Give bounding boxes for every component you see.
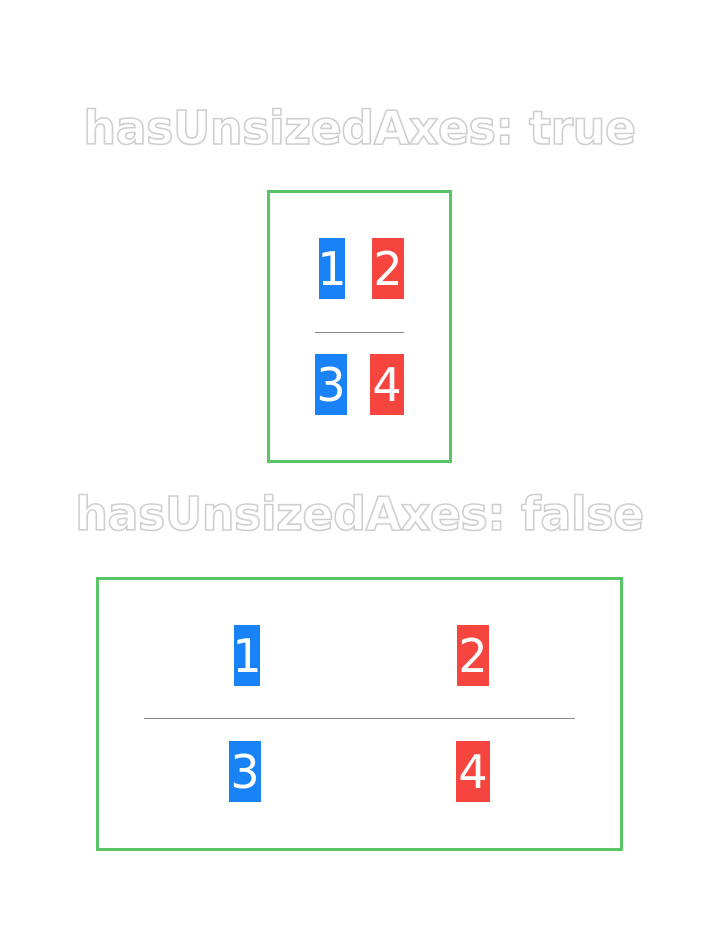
grid-cell-2-red: 2 <box>372 238 404 299</box>
grid-cell-3-blue: 3 <box>229 741 261 802</box>
title-has-unsized-axes-true: hasUnsizedAxes: true <box>83 100 637 156</box>
grid-cell-1-blue: 1 <box>232 625 262 686</box>
title-has-unsized-axes-false: hasUnsizedAxes: false <box>74 486 645 542</box>
grid-frame-unsized <box>267 190 452 463</box>
grid-cell-3-blue: 3 <box>315 354 347 415</box>
grid-cell-1-blue: 1 <box>317 238 347 299</box>
grid-frame-sized <box>96 577 623 851</box>
grid-divider <box>315 332 404 333</box>
grid-divider <box>144 718 575 719</box>
grid-cell-4-red: 4 <box>370 354 404 415</box>
grid-cell-2-red: 2 <box>457 625 489 686</box>
grid-cell-4-red: 4 <box>456 741 490 802</box>
